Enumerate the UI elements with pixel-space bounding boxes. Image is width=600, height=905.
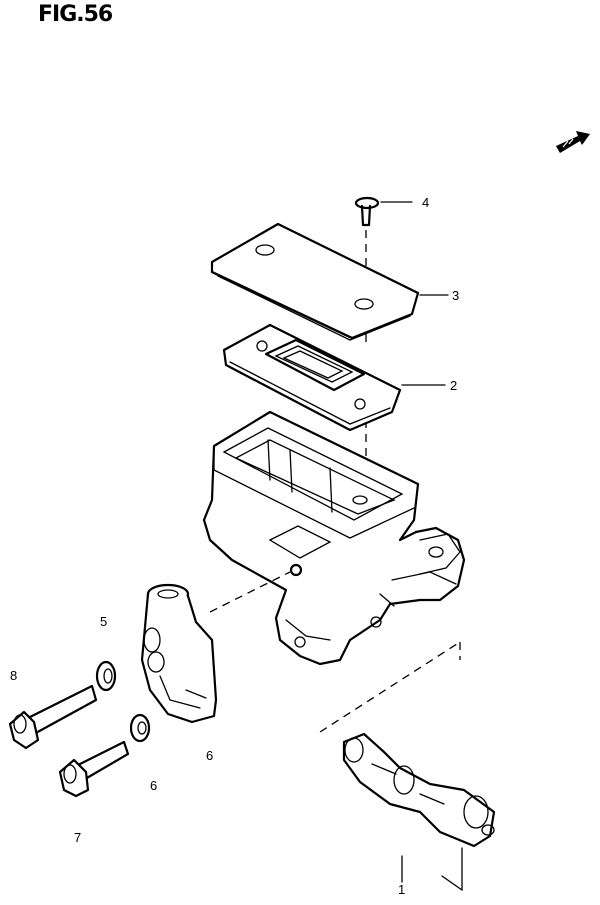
callout-6: 6	[206, 748, 213, 763]
callout-5: 5	[100, 614, 107, 629]
reservoir-cap	[210, 222, 449, 341]
piston-assembly	[342, 732, 496, 848]
clamp-bolt-long	[8, 684, 98, 750]
front-arrow-icon	[556, 131, 590, 153]
clamp-bolt-short	[58, 740, 130, 798]
washer-upper	[95, 660, 117, 692]
washer-lower	[129, 713, 151, 743]
callout-1: 1	[398, 882, 405, 897]
master-cylinder-body	[202, 410, 466, 666]
diaphragm	[222, 323, 446, 432]
cap-screw	[354, 196, 413, 227]
callout-4: 4	[422, 195, 429, 210]
handlebar-clamp	[140, 583, 218, 724]
callout-8: 8	[10, 668, 17, 683]
callout-3: 3	[452, 288, 459, 303]
callout-6b: 6	[150, 778, 157, 793]
figure-title: FIG.56	[38, 2, 113, 27]
callout-2: 2	[450, 378, 457, 393]
callout-7: 7	[74, 830, 81, 845]
